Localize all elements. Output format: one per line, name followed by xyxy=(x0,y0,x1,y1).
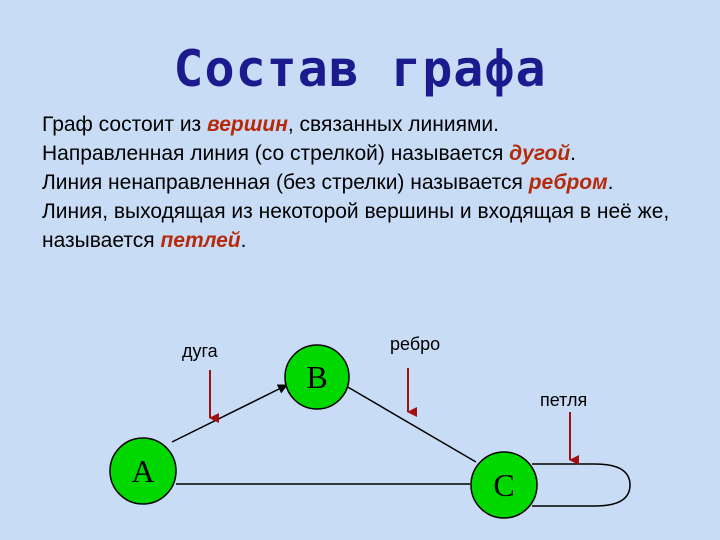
term-arc: дугой xyxy=(509,142,571,165)
term-vertices: вершин xyxy=(207,113,288,136)
callout-edge: ребро xyxy=(390,334,440,354)
definition-loop: Линия, выходящая из некоторой вершины и … xyxy=(42,200,670,252)
svg-text:A: A xyxy=(131,453,154,489)
node-a: A xyxy=(109,437,177,505)
loop-c xyxy=(532,463,631,507)
term-loop: петлей xyxy=(160,229,241,252)
slide-title: Состав графа xyxy=(173,40,547,98)
term-edge: ребром xyxy=(528,171,608,194)
definition-arc: Направленная линия (со стрелкой) называе… xyxy=(42,142,577,165)
callout-arc: дуга xyxy=(182,341,219,361)
definition-edge: Линия ненаправленная (без стрелки) назыв… xyxy=(42,171,614,194)
definitions-text: Граф состоит из вершин, связанных линиям… xyxy=(42,110,702,255)
svg-text:C: C xyxy=(493,467,514,503)
callout-loop: петля xyxy=(540,390,587,410)
definition-vertices: Граф состоит из вершин, связанных линиям… xyxy=(42,113,499,136)
arc-a-b xyxy=(171,384,288,443)
svg-text:B: B xyxy=(306,359,327,395)
node-b: B xyxy=(284,344,350,410)
edge-b-c xyxy=(345,385,477,463)
node-c: C xyxy=(470,451,538,519)
